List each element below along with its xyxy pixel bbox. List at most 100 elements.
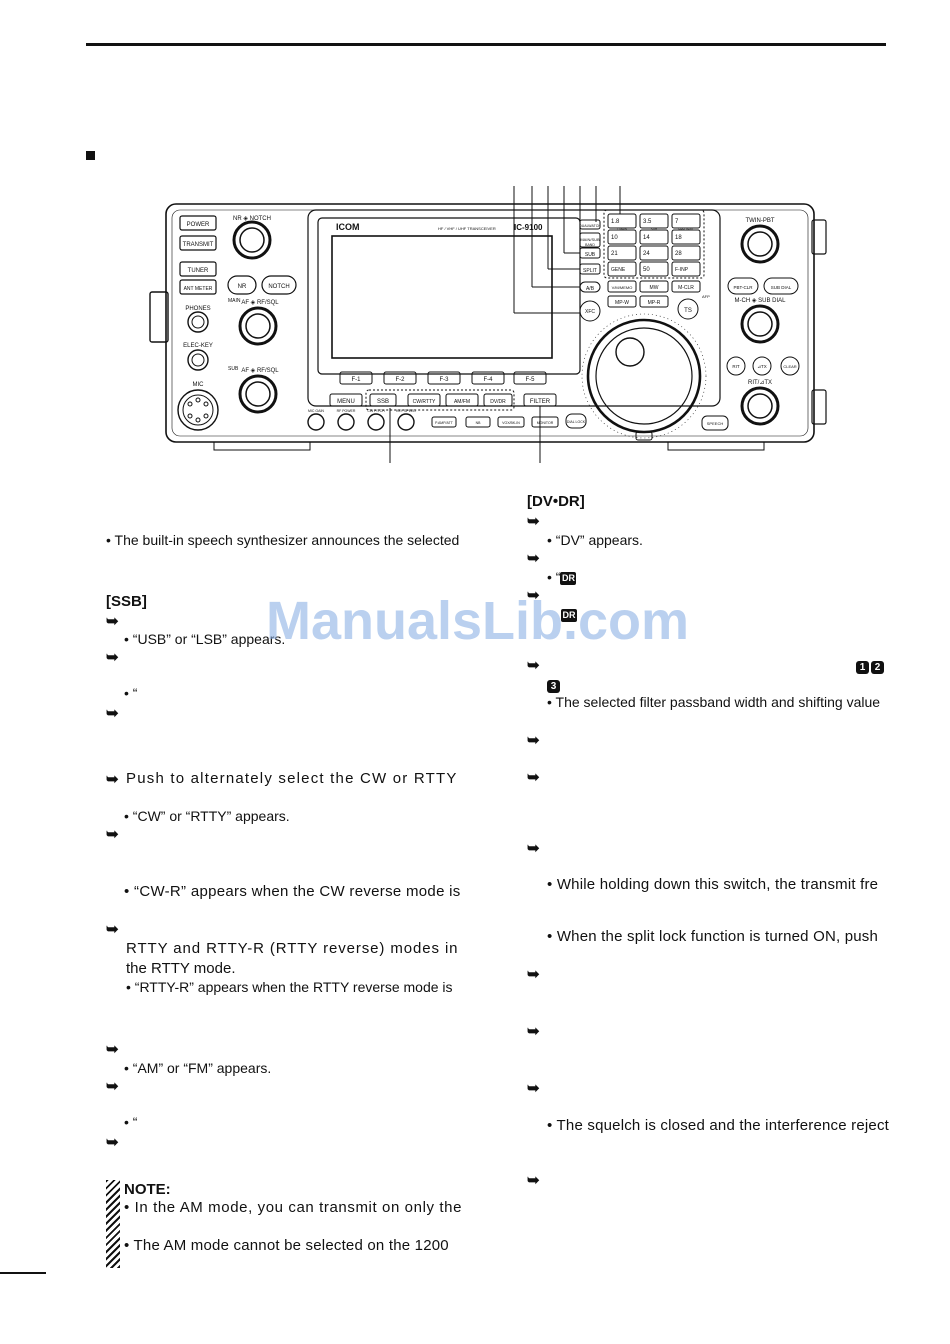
note-hatch-bar	[106, 1180, 120, 1268]
arrow-icon: ➥	[106, 826, 119, 843]
panel-main-badge: MAIN	[228, 298, 241, 304]
speech-note: • The built-in speech synthesizer announ…	[106, 532, 460, 548]
arrow-icon: ➥	[527, 966, 540, 983]
arrow-icon: ➥	[527, 550, 540, 567]
panel-knob-sub-af-label: AF ◈ RF/SQL	[241, 368, 279, 374]
panel-rit-btn: RIT	[732, 364, 740, 369]
panel-dvdr: DV/DR	[490, 399, 506, 405]
panel-amfm: AM/FM	[454, 399, 470, 405]
panel-key-7: 7	[675, 219, 679, 225]
rtty-text-a: RTTY and RTTY-R (RTTY reverse) modes in	[126, 940, 459, 957]
panel-antmeter-label: ANT METER	[184, 286, 213, 292]
panel-ab-key: A/B	[586, 286, 595, 292]
dr-icon-2: DR	[561, 607, 577, 625]
arrow-icon: ➥	[106, 649, 119, 666]
panel-mpr: MP-R	[648, 300, 661, 306]
panel-mainsub: MAIN/SUB	[580, 237, 600, 242]
panel-key-24: 24	[643, 251, 650, 257]
panel-power-label: POWER	[187, 222, 210, 228]
step-3-icon: 3	[547, 680, 560, 693]
top-rule	[86, 43, 886, 46]
step-2-icon: 2	[871, 661, 884, 674]
panel-cw-pitch: CW PITCH	[367, 409, 385, 413]
section-bullet	[86, 151, 95, 160]
panel-keypad-label-main: 1 MAIN	[617, 227, 627, 231]
arrow-icon: ➥	[106, 1134, 119, 1151]
cw-push-text: Push to alternately select the CW or RTT…	[126, 770, 458, 787]
panel-ssb: SSB	[377, 399, 389, 405]
panel-knob-twinpbt-label: TWIN-PBT	[746, 218, 775, 224]
panel-mclr: M-CLR	[678, 285, 694, 291]
panel-pbtclr: PBT-CLR	[733, 285, 753, 290]
panel-key-14: 14	[643, 235, 650, 241]
panel-mpw: MP-W	[615, 300, 629, 306]
arrow-icon: ➥	[527, 1023, 540, 1040]
panel-phones-label: PHONES	[185, 306, 210, 312]
panel-sub-badge: SUB	[228, 366, 239, 372]
squelch-note: • The squelch is closed and the interfer…	[547, 1117, 890, 1134]
panel-rf-power: RF POWER	[337, 409, 356, 413]
panel-key-28: 28	[675, 251, 682, 257]
panel-f1: F-1	[352, 377, 362, 383]
am-note-1: • “AM” or “FM” appears.	[124, 1060, 272, 1076]
arrow-icon: ➥	[106, 1041, 119, 1058]
panel-transmit-label: TRANSMIT	[183, 242, 214, 248]
panel-keypad-label-freq: FREQ/ENT	[678, 227, 693, 231]
panel-key-gene: GENE	[611, 267, 626, 273]
rtty-r-note: • “RTTY-R” appears when the RTTY reverse…	[126, 979, 453, 995]
arrow-icon: ➥	[106, 705, 119, 722]
arrow-icon: ➥	[527, 840, 540, 857]
panel-split-key: SPLIT	[583, 268, 597, 274]
split-note-2: • When the split lock function is turned…	[547, 928, 879, 945]
panel-dualwatch: DUALWATCH	[579, 224, 601, 228]
arrow-icon: ➥	[527, 513, 540, 530]
panel-ts: TS	[684, 308, 692, 314]
panel-key-18: 18	[675, 235, 682, 241]
panel-keypad-label-sub: SUB	[651, 227, 657, 231]
panel-key-50: 50	[643, 267, 650, 273]
arrow-icon: ➥	[106, 613, 119, 630]
panel-vox: VOX/BK-IN	[502, 421, 520, 425]
arrow-icon: ➥	[527, 587, 540, 604]
panel-f5: F-5	[526, 377, 536, 383]
ssb-note-2: • “	[124, 685, 138, 701]
panel-key-speed: KEY SPEED	[396, 409, 416, 413]
panel-key-21: 21	[611, 251, 618, 257]
front-panel-diagram: POWER TRANSMIT TUNER ANT METER PHONES EL…	[149, 186, 827, 463]
panel-knob-main-af-label: AF ◈ RF/SQL	[241, 300, 279, 306]
panel-notch-label: NOTCH	[268, 284, 289, 290]
ssb-note-1: • “USB” or “LSB” appears.	[124, 631, 286, 647]
dr-icon: DR	[561, 609, 577, 623]
cw-note-1: • “CW” or “RTTY” appears.	[124, 808, 290, 824]
dv-dr-heading: [DV•DR]	[527, 493, 585, 510]
panel-monitor: MONITOR	[537, 421, 554, 425]
transceiver-body	[165, 203, 815, 443]
panel-f2: F-2	[396, 377, 406, 383]
panel-menu: MENU	[337, 399, 355, 405]
display-screen	[331, 235, 553, 359]
split-note-1: • While holding down this switch, the tr…	[547, 876, 879, 893]
dv-note-1: • “DV” appears.	[547, 532, 643, 548]
bottom-rule	[0, 1272, 46, 1274]
panel-speech: SPEECH	[707, 421, 724, 426]
panel-band-badge: BAND	[585, 243, 595, 247]
panel-sub-key: SUB	[585, 252, 596, 258]
filter-note: • The selected filter passband width and…	[547, 694, 881, 710]
panel-logo: ICOM	[336, 222, 360, 232]
panel-dtx-btn: ⊿TX	[757, 364, 767, 369]
arrow-icon: ➥	[527, 732, 540, 749]
watermark: ManualsLib.com	[266, 591, 690, 651]
panel-vm-memo: V/M/MEMO	[612, 285, 633, 290]
arrow-icon: ➥	[527, 769, 540, 786]
panel-mw: MW	[650, 285, 659, 291]
panel-afp: AFP	[702, 294, 710, 299]
panel-nb: NB	[476, 421, 482, 425]
rtty-text-b: the RTTY mode.	[126, 960, 236, 977]
panel-knob-rit-label: RIT/⊿TX	[748, 380, 772, 386]
ssb-heading: [SSB]	[106, 593, 147, 610]
panel-subdial-btn: SUB DIAL	[771, 285, 792, 290]
panel-knob-nr-notch-label: NR ◈ NOTCH	[233, 216, 271, 222]
dv-note-2: • “DR	[547, 569, 577, 585]
panel-mic-label: MIC	[193, 382, 205, 388]
